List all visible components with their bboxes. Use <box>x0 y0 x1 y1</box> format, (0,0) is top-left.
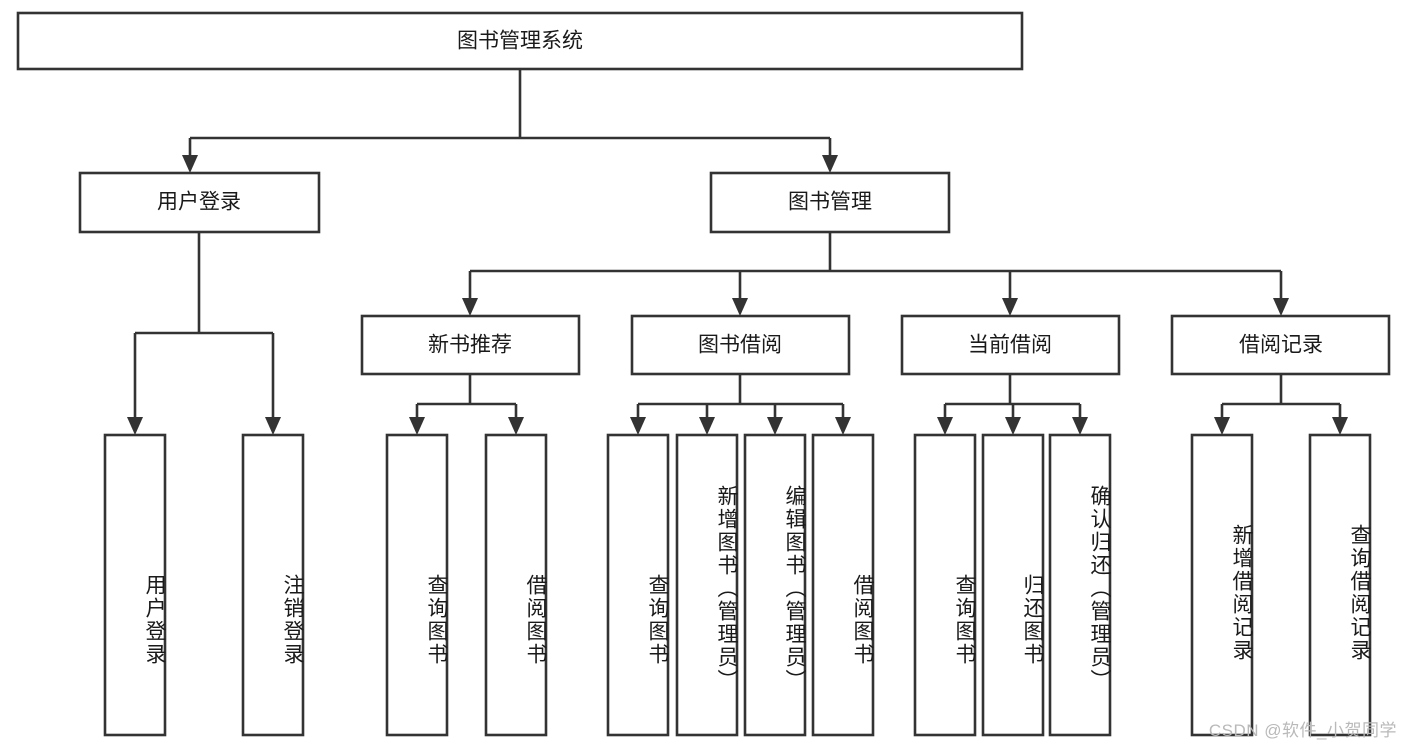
node-box-leaf-user-login[interactable] <box>103 433 167 737</box>
node-box-leaf-query-book-1[interactable] <box>385 433 449 737</box>
node-label-book-manage: 图书管理 <box>788 191 872 214</box>
arrowhead-book-borrow <box>732 298 748 316</box>
node-box-leaf-return-book[interactable] <box>981 433 1045 737</box>
arrowhead-leaf-query-book-1 <box>409 417 425 435</box>
arrowhead-leaf-borrow-book-1 <box>508 417 524 435</box>
node-box-root[interactable] <box>16 11 1024 71</box>
arrowhead-user-login <box>182 155 198 173</box>
arrowhead-leaf-query-book-2 <box>630 417 646 435</box>
node-box-book-manage[interactable] <box>709 171 951 234</box>
arrowhead-leaf-edit-book-admin <box>767 417 783 435</box>
arrowhead-leaf-add-book-admin <box>699 417 715 435</box>
node-box-borrow-record[interactable] <box>1170 314 1391 376</box>
node-box-leaf-logout-login[interactable] <box>241 433 305 737</box>
arrowhead-leaf-user-login <box>127 417 143 435</box>
node-layer: 图书管理系统 用户登录 图书管理 新书推荐 图书借阅 当前借阅 借阅记录 <box>16 11 1391 737</box>
node-box-leaf-query-book-3[interactable] <box>913 433 977 737</box>
node-box-current-borrow[interactable] <box>900 314 1121 376</box>
arrowhead-book-manage <box>822 155 838 173</box>
arrowhead-borrow-record <box>1273 298 1289 316</box>
arrowhead-leaf-query-book-3 <box>937 417 953 435</box>
node-box-leaf-borrow-book-1[interactable] <box>484 433 548 737</box>
arrowhead-leaf-return-book <box>1005 417 1021 435</box>
node-box-leaf-query-book-2[interactable] <box>606 433 670 737</box>
node-box-leaf-edit-book-admin[interactable] <box>743 433 807 737</box>
node-box-new-book-recommend[interactable] <box>360 314 581 376</box>
node-label-borrow-record: 借阅记录 <box>1239 334 1323 357</box>
arrowhead-leaf-borrow-book-2 <box>835 417 851 435</box>
connector-layer <box>127 69 1348 435</box>
node-box-user-login[interactable] <box>78 171 321 234</box>
node-label-new-book-recommend: 新书推荐 <box>428 334 512 357</box>
node-label-current-borrow: 当前借阅 <box>968 334 1052 357</box>
node-box-leaf-confirm-return-admin[interactable] <box>1048 433 1112 737</box>
arrowhead-leaf-query-borrow-record <box>1332 417 1348 435</box>
arrowhead-new-book-recommend <box>462 298 478 316</box>
node-label-book-borrow: 图书借阅 <box>698 334 782 357</box>
arrowhead-leaf-add-borrow-record <box>1214 417 1230 435</box>
arrowhead-leaf-confirm-return-admin <box>1072 417 1088 435</box>
node-box-leaf-query-borrow-record[interactable] <box>1308 433 1372 737</box>
node-label-user-login: 用户登录 <box>157 191 241 214</box>
node-box-book-borrow[interactable] <box>630 314 851 376</box>
node-box-leaf-add-book-admin[interactable] <box>675 433 739 737</box>
arrowhead-current-borrow <box>1002 298 1018 316</box>
arrowhead-leaf-logout-login <box>265 417 281 435</box>
node-box-leaf-borrow-book-2[interactable] <box>811 433 875 737</box>
node-label-root: 图书管理系统 <box>457 30 583 53</box>
csdn-watermark: CSDN @软件_小贺同学 <box>1208 721 1397 740</box>
node-box-leaf-add-borrow-record[interactable] <box>1190 433 1254 737</box>
